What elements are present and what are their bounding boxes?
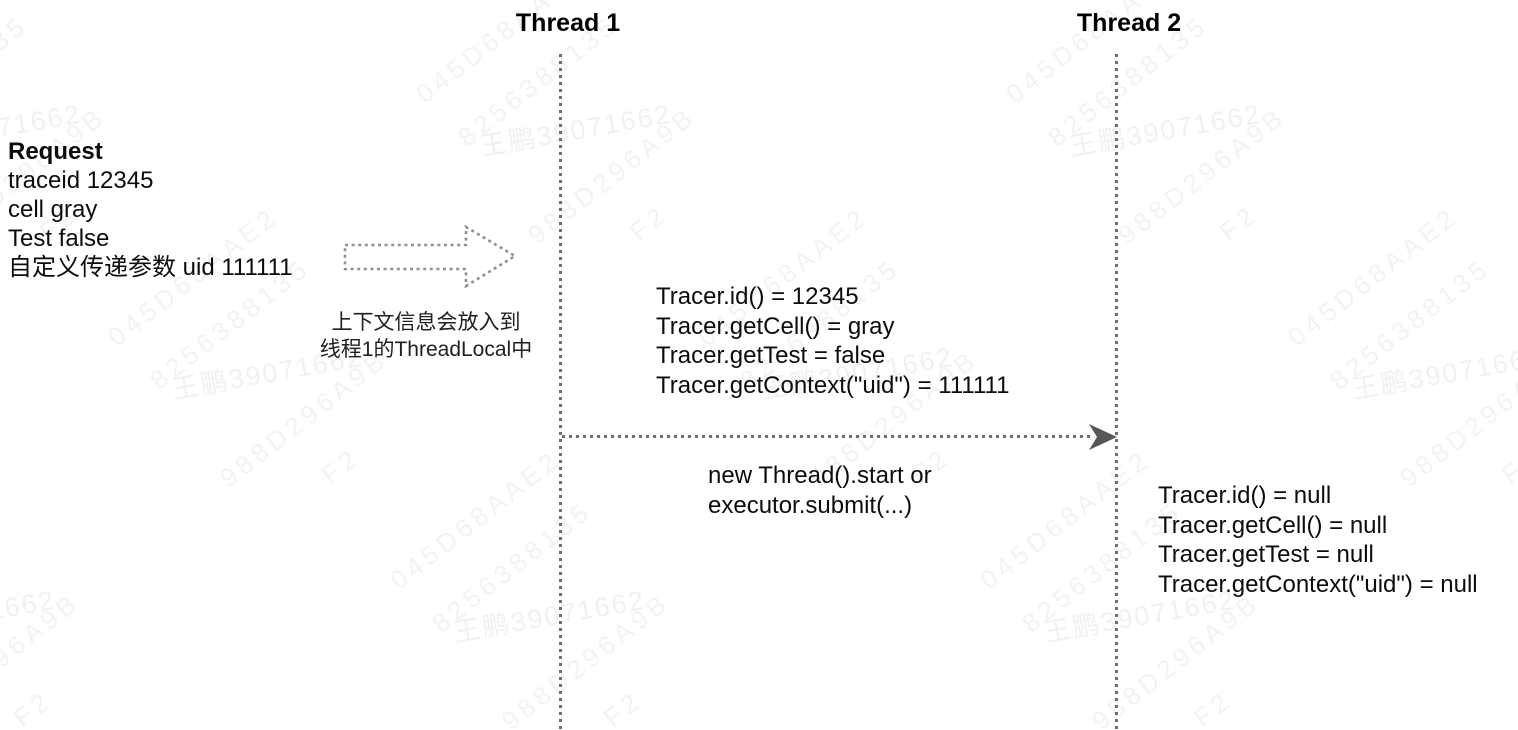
arrowhead-icon bbox=[1089, 424, 1117, 450]
dotted-block-arrow-icon bbox=[343, 225, 518, 289]
handoff-arrow-line bbox=[562, 435, 1093, 438]
state-line: Tracer.id() = 12345 bbox=[656, 283, 859, 310]
request-line: 自定义传递参数 uid 111111 bbox=[8, 254, 293, 281]
thread2-lifeline bbox=[1115, 54, 1118, 730]
context-note: 上下文信息会放入到 线程1的ThreadLocal中 bbox=[310, 309, 542, 363]
request-heading: Request bbox=[8, 138, 103, 165]
state-line: Tracer.getTest = null bbox=[1158, 541, 1374, 568]
watermark-name: 王鹏39071662 bbox=[451, 584, 648, 649]
handoff-label-line: executor.submit(...) bbox=[708, 492, 913, 519]
state-line: Tracer.getContext("uid") = null bbox=[1158, 570, 1478, 598]
thread1-lifeline bbox=[559, 54, 562, 730]
context-note-line: 上下文信息会放入到 bbox=[331, 311, 521, 334]
request-line: traceid 12345 bbox=[8, 167, 154, 194]
watermark-name: 王鹏39071662 bbox=[1349, 341, 1518, 406]
thread1-title: Thread 1 bbox=[515, 9, 621, 37]
handoff-label-line: new Thread().start or bbox=[708, 462, 932, 489]
state-line: Tracer.getCell() = null bbox=[1158, 511, 1388, 539]
state-line: Tracer.getTest = false bbox=[656, 342, 886, 369]
watermark-name: 王鹏39071662 bbox=[1067, 98, 1264, 163]
watermark-name: 王鹏39071662 bbox=[0, 584, 58, 649]
state-line: Tracer.getContext("uid") = 111111 bbox=[656, 371, 1010, 399]
state-line: Tracer.id() = null bbox=[1158, 482, 1332, 509]
request-line: Test false bbox=[8, 225, 110, 252]
thread1-state-block: Tracer.id() = 12345 Tracer.getCell() = g… bbox=[656, 282, 1009, 400]
thread2-state-block: Tracer.id() = null Tracer.getCell() = nu… bbox=[1158, 481, 1478, 599]
watermark-name: 王鹏39071662 bbox=[477, 98, 674, 163]
request-line: cell gray bbox=[8, 196, 98, 223]
state-line: Tracer.getCell() = gray bbox=[656, 312, 895, 340]
request-block: Request traceid 12345 cell gray Test fal… bbox=[8, 137, 293, 282]
handoff-label: new Thread().start or executor.submit(..… bbox=[708, 461, 932, 521]
thread2-title: Thread 2 bbox=[1076, 9, 1182, 37]
context-note-line: 线程1的ThreadLocal中 bbox=[319, 338, 533, 361]
